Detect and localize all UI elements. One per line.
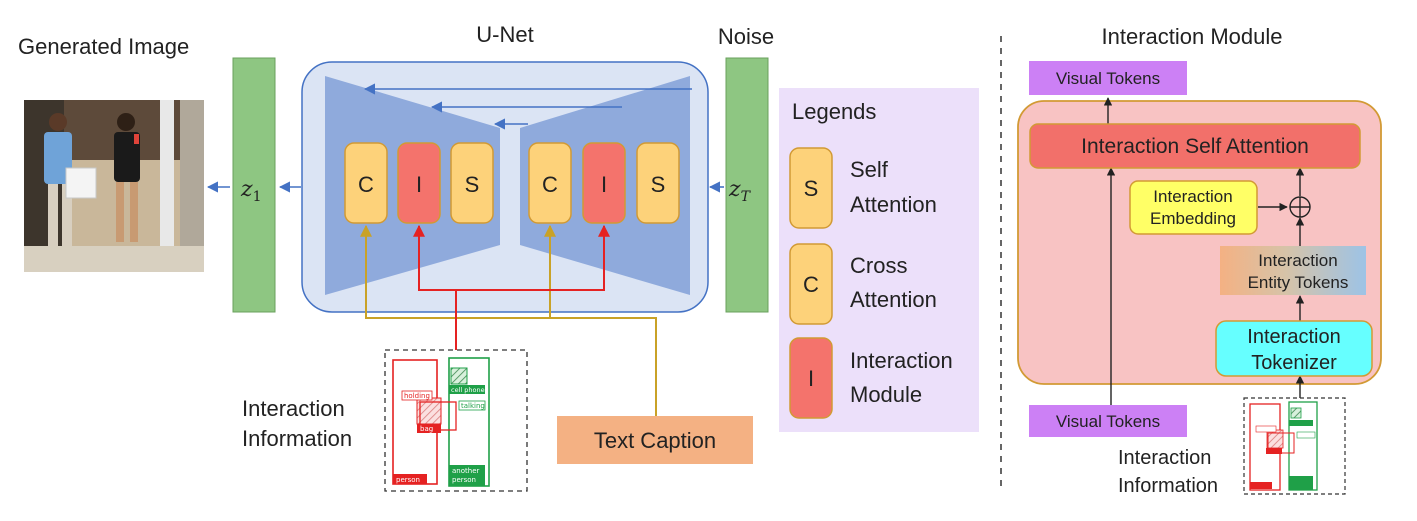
- interaction-info-connectors: [413, 224, 610, 350]
- interaction-info-label-right-1: Interaction: [1118, 447, 1211, 469]
- tag-talking: talking: [461, 402, 485, 410]
- svg-text:I: I: [601, 172, 607, 197]
- interaction-info-thumbnail-right: [1243, 397, 1346, 495]
- svg-text:Interaction: Interaction: [1153, 187, 1232, 206]
- tag-person: person: [396, 476, 420, 484]
- svg-text:C: C: [542, 172, 558, 197]
- add-operator-icon: [1289, 196, 1311, 218]
- interaction-info-label-2: Information: [242, 426, 352, 451]
- zT-noise-bar: [725, 57, 769, 313]
- generated-image: [24, 100, 204, 272]
- svg-text:C: C: [358, 172, 374, 197]
- text-caption-box: [557, 416, 753, 464]
- svg-text:Embedding: Embedding: [1150, 209, 1236, 228]
- svg-text:I: I: [416, 172, 422, 197]
- interaction-info-label-right-2: Information: [1118, 475, 1218, 497]
- generated-image-label: Generated Image: [18, 34, 189, 59]
- svg-text:Attention: Attention: [850, 192, 937, 217]
- svg-text:Tokenizer: Tokenizer: [1251, 352, 1337, 374]
- svg-text:Attention: Attention: [850, 287, 937, 312]
- svg-text:Cross: Cross: [850, 253, 907, 278]
- interaction-embedding-box: [1129, 180, 1258, 235]
- unet-block-self-1: S: [450, 142, 494, 224]
- svg-text:Interaction: Interaction: [850, 348, 953, 373]
- z1-label: z1: [240, 177, 262, 205]
- z1-latent-bar: [232, 57, 276, 313]
- svg-text:Interaction: Interaction: [1247, 326, 1340, 348]
- interaction-info-label-1: Interaction: [242, 396, 345, 421]
- svg-text:Self: Self: [850, 157, 889, 182]
- tag-another: another: [452, 467, 479, 475]
- unet-block-cross-2: C: [528, 142, 572, 224]
- tag-another-person: person: [452, 476, 476, 484]
- legend-item-cross-attention: C Cross Attention: [789, 243, 937, 325]
- svg-text:Module: Module: [850, 382, 922, 407]
- interaction-tokenizer-box: [1215, 320, 1373, 377]
- text-caption-connectors: [360, 224, 657, 416]
- svg-text:Visual Tokens: Visual Tokens: [1056, 412, 1160, 431]
- unet-block-self-2: S: [636, 142, 680, 224]
- interaction-module-title: Interaction Module: [1102, 24, 1283, 49]
- unet-block-interaction-1: I: [397, 142, 441, 224]
- zT-label: zT: [728, 177, 752, 205]
- svg-text:S: S: [465, 172, 480, 197]
- interaction-self-attention-box: [1029, 123, 1361, 169]
- svg-text:S: S: [804, 176, 819, 201]
- tag-bag: bag: [420, 425, 433, 433]
- visual-tokens-top: [1029, 61, 1187, 95]
- svg-text:C: C: [803, 272, 819, 297]
- svg-text:Interaction Self Attention: Interaction Self Attention: [1081, 135, 1309, 158]
- unet-block-cross-1: C: [344, 142, 388, 224]
- interaction-entity-tokens-box: [1220, 246, 1366, 295]
- legend-item-interaction-module: I Interaction Module: [789, 337, 953, 419]
- tag-cell-phone: cell phone: [451, 386, 485, 394]
- interaction-info-thumbnail: holding talking bag cell phone person an…: [384, 349, 528, 492]
- legend-item-self-attention: S Self Attention: [789, 147, 937, 229]
- noise-label: Noise: [718, 24, 774, 49]
- tag-holding: holding: [404, 392, 430, 400]
- visual-tokens-bottom: [1029, 405, 1187, 437]
- text-caption-label: Text Caption: [594, 428, 716, 453]
- unet-label: U-Net: [476, 22, 533, 47]
- svg-text:I: I: [808, 366, 814, 391]
- unet-block-interaction-2: I: [582, 142, 626, 224]
- legend-title: Legends: [792, 99, 876, 124]
- svg-text:S: S: [651, 172, 666, 197]
- svg-text:Entity Tokens: Entity Tokens: [1248, 273, 1349, 292]
- svg-text:Visual Tokens: Visual Tokens: [1056, 69, 1160, 88]
- svg-text:Interaction: Interaction: [1258, 251, 1337, 270]
